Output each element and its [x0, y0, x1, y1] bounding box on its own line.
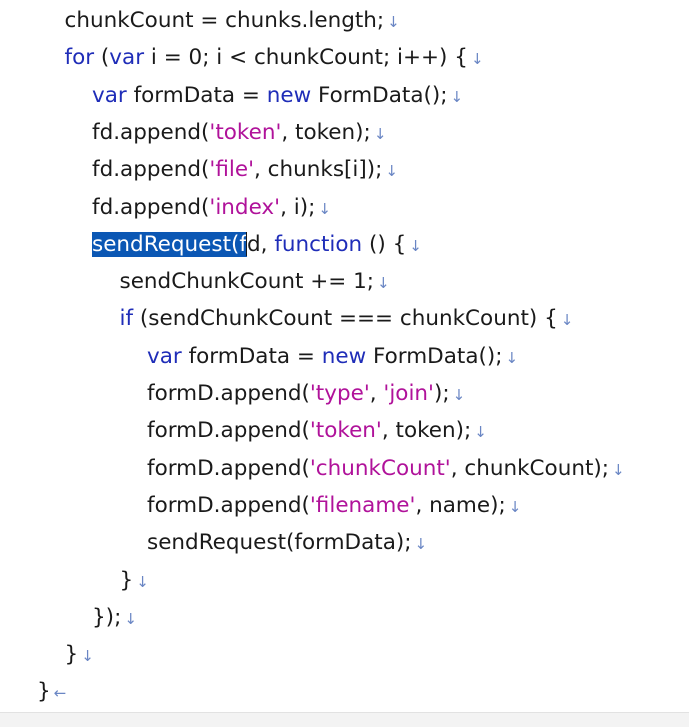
code-line-12[interactable]: formD.append('token', token);↓	[147, 416, 487, 446]
string-literal: 'token'	[309, 418, 382, 444]
keyword: var	[109, 45, 145, 71]
code-line-2[interactable]: for (var i = 0; i < chunkCount; i++) {↓	[65, 43, 484, 73]
line-break-mark-icon: ↓	[377, 274, 390, 293]
code-line-11[interactable]: formD.append('type', 'join');↓	[147, 379, 465, 409]
line-break-mark-icon: ↓	[387, 13, 400, 31]
line-break-mark-icon: ↓	[450, 87, 464, 106]
code-text: formD.append(	[147, 492, 310, 518]
code-line-5[interactable]: fd.append('file', chunks[i]);↓	[92, 155, 398, 185]
line-break-mark-icon: ↓	[373, 124, 387, 143]
line-break-mark-icon: ↓	[474, 423, 487, 442]
code-text: , name);	[415, 492, 506, 518]
code-text: , chunkCount);	[450, 455, 610, 481]
code-line-4[interactable]: fd.append('token', token);↓	[92, 118, 386, 148]
string-literal: 'type'	[309, 381, 370, 406]
keyword: for	[64, 45, 95, 71]
code-text: , chunks[i]);	[254, 157, 383, 183]
code-text: formData =	[126, 82, 267, 108]
line-break-mark-icon: ↓	[414, 535, 428, 554]
code-text: fd.append(	[92, 157, 210, 183]
line-break-mark-icon: ↓	[409, 236, 422, 255]
keyword: var	[92, 82, 127, 108]
code-text: }	[64, 642, 79, 668]
code-text: );	[433, 381, 450, 406]
code-text: (sendChunkCount === chunkCount) {	[133, 306, 558, 332]
code-editor[interactable]: chunkCount = chunks.length;↓for (var i =…	[0, 0, 689, 712]
keyword: new	[321, 343, 367, 369]
string-literal: 'index'	[209, 194, 281, 220]
string-literal: 'filename'	[309, 492, 416, 518]
code-text: fd.append(	[92, 119, 210, 145]
line-break-mark-icon: ↓	[81, 647, 94, 666]
line-break-mark-icon: ↓	[318, 199, 331, 218]
code-text: sendChunkCount += 1;	[119, 269, 375, 295]
line-break-mark-icon: ↓	[508, 497, 522, 516]
code-text: i = 0; i < chunkCount; i++) {	[144, 45, 468, 71]
string-literal: 'file'	[209, 157, 254, 183]
code-text: (	[94, 45, 110, 71]
code-text: FormData();	[311, 82, 448, 108]
code-text: });	[92, 604, 122, 630]
code-text: chunkCount = chunks.length;	[64, 8, 385, 33]
code-line-8[interactable]: sendChunkCount += 1;↓	[120, 267, 390, 297]
code-line-18[interactable]: }↓	[65, 640, 94, 670]
code-line-10[interactable]: var formData = new FormData();↓	[147, 342, 518, 372]
code-text: formD.append(	[147, 455, 310, 481]
keyword: new	[266, 82, 312, 108]
code-text: }	[37, 679, 51, 705]
code-text: FormData();	[366, 343, 503, 369]
code-line-17[interactable]: });↓	[92, 603, 137, 633]
code-line-15[interactable]: sendRequest(formData);↓	[147, 528, 427, 558]
code-text: ,	[369, 381, 384, 406]
line-break-mark-icon: ↓	[136, 572, 149, 591]
code-text: formData =	[181, 343, 322, 369]
line-break-mark-icon: ↓	[470, 50, 484, 69]
code-line-3[interactable]: var formData = new FormData();↓	[92, 81, 463, 111]
code-text: formD.append(	[147, 418, 310, 444]
line-break-mark-icon: ↓	[452, 386, 466, 404]
line-break-mark-icon: ↓	[560, 311, 574, 330]
code-line-19[interactable]: }←	[37, 677, 66, 707]
code-text: () {	[362, 231, 407, 257]
code-text: , token);	[381, 418, 472, 444]
keyword: var	[147, 343, 182, 369]
code-line-9[interactable]: if (sendChunkCount === chunkCount) {↓	[120, 304, 574, 334]
line-break-mark-icon: ↓	[612, 460, 625, 479]
code-line-14[interactable]: formD.append('filename', name);↓	[147, 491, 521, 521]
editor-bottom-edge	[0, 712, 689, 727]
code-text: , i);	[280, 194, 316, 220]
keyword: if	[119, 306, 134, 332]
text-cursor	[246, 231, 247, 256]
string-literal: 'token'	[209, 119, 282, 145]
code-line-7[interactable]: sendRequest(fd, function () {↓	[92, 230, 422, 260]
end-of-text-mark-icon: ←	[53, 684, 67, 703]
selected-text: sendRequest(f	[92, 231, 247, 257]
code-text: d,	[247, 231, 275, 257]
code-line-6[interactable]: fd.append('index', i);↓	[92, 193, 331, 223]
string-literal: 'chunkCount'	[309, 455, 451, 481]
line-break-mark-icon: ↓	[505, 348, 519, 367]
keyword: function	[274, 231, 363, 257]
code-text: formD.append(	[147, 381, 310, 406]
code-line-1[interactable]: chunkCount = chunks.length;↓	[65, 6, 400, 36]
code-text: fd.append(	[92, 194, 210, 220]
code-line-13[interactable]: formD.append('chunkCount', chunkCount);↓	[147, 454, 625, 484]
code-text: }	[119, 567, 134, 593]
code-text: , token);	[281, 119, 371, 145]
line-break-mark-icon: ↓	[124, 609, 137, 628]
code-line-16[interactable]: }↓	[120, 566, 149, 596]
line-break-mark-icon: ↓	[385, 162, 398, 181]
code-text: sendRequest(formData);	[147, 530, 412, 556]
string-literal: 'join'	[383, 381, 434, 406]
